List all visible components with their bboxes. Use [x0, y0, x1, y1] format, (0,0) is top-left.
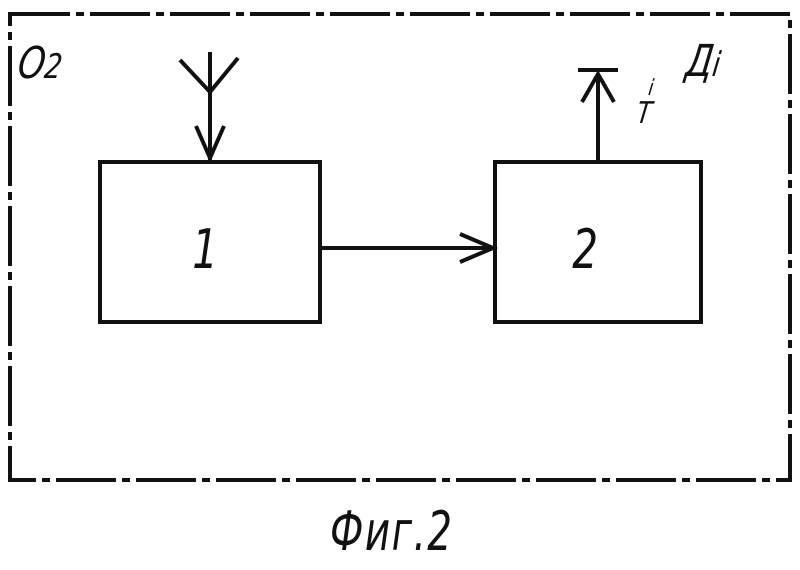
output-arrow-icon — [578, 70, 618, 160]
block-1-label: 1 — [192, 218, 218, 281]
output-label: Дi — [683, 36, 724, 87]
block-2-label: 2 — [572, 218, 598, 281]
input-antenna-icon — [180, 52, 238, 160]
frame-label: O2 — [15, 38, 66, 89]
connection-arrow — [320, 234, 493, 262]
figure-caption: Фиг.2 — [330, 500, 453, 563]
